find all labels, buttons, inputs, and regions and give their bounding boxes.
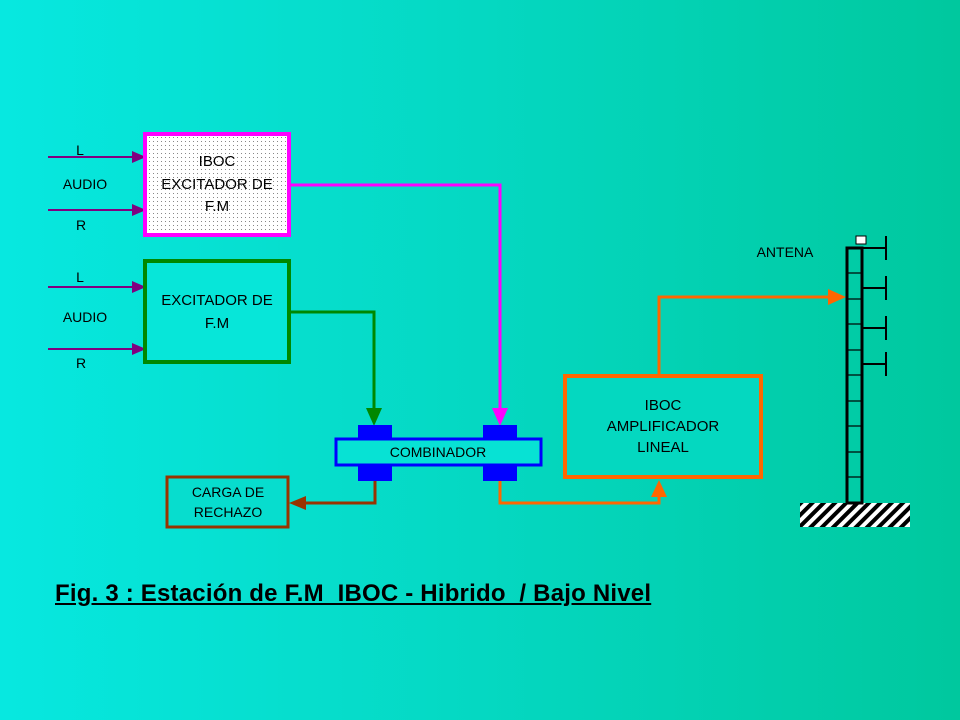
fm-exciter-line-1: EXCITADOR DE	[161, 292, 272, 309]
amplifier-block: IBOC AMPLIFICADOR LINEAL	[563, 374, 763, 479]
combiner-block: COMBINADOR	[334, 425, 543, 481]
iboc-exciter-line-2: EXCITADOR DE	[161, 176, 272, 193]
input-l-label: L	[76, 269, 84, 285]
input-l-arrow-icon	[132, 151, 146, 163]
input-audio-label: AUDIO	[63, 176, 107, 192]
amplifier-line-1: IBOC	[645, 397, 682, 414]
beacon-light-icon	[855, 235, 867, 245]
combiner-label: COMBINADOR	[390, 444, 486, 460]
iboc-to-combiner-line	[289, 183, 508, 426]
amplifier-to-antenna-line	[657, 289, 846, 376]
combiner-to-reject-line	[289, 481, 377, 510]
fm-exciter-block: EXCITADOR DE F.M	[143, 259, 291, 364]
ground-hatch	[800, 503, 910, 527]
input-l-arrow-icon	[132, 281, 146, 293]
arrow-right-icon	[828, 289, 846, 305]
iboc-exciter-line-1: IBOC	[199, 153, 236, 170]
combiner-to-amplifier-line	[498, 480, 667, 505]
antenna-label: ANTENA	[757, 244, 814, 260]
fm-exciter-line-2: F.M	[205, 315, 229, 332]
input-r-arrow-icon	[132, 204, 146, 216]
input-group-1: L AUDIO R	[48, 142, 146, 233]
input-l-label: L	[76, 142, 84, 158]
fm-to-combiner-line	[289, 310, 382, 426]
figure-caption: Fig. 3 : Estación de F.M IBOC - Hibrido …	[55, 580, 652, 607]
iboc-exciter-line-3: F.M	[205, 198, 229, 215]
input-r-label: R	[76, 217, 86, 233]
input-group-2: L AUDIO R	[48, 269, 146, 371]
arrow-up-icon	[651, 480, 667, 497]
input-r-label: R	[76, 355, 86, 371]
antenna-tower: ANTENA	[757, 235, 910, 527]
reject-load-line-2: RECHAZO	[194, 504, 263, 520]
input-audio-label: AUDIO	[63, 309, 107, 325]
iboc-exciter-block: IBOC EXCITADOR DE F.M	[143, 132, 291, 237]
amplifier-line-2: AMPLIFICADOR	[607, 418, 720, 435]
reject-load-line-1: CARGA DE	[192, 484, 264, 500]
arrow-down-icon	[492, 408, 508, 426]
arrow-left-icon	[289, 496, 306, 510]
arrow-down-icon	[366, 408, 382, 426]
amplifier-line-3: LINEAL	[637, 439, 689, 456]
reject-load-block: CARGA DE RECHAZO	[165, 475, 290, 529]
input-r-arrow-icon	[132, 343, 146, 355]
